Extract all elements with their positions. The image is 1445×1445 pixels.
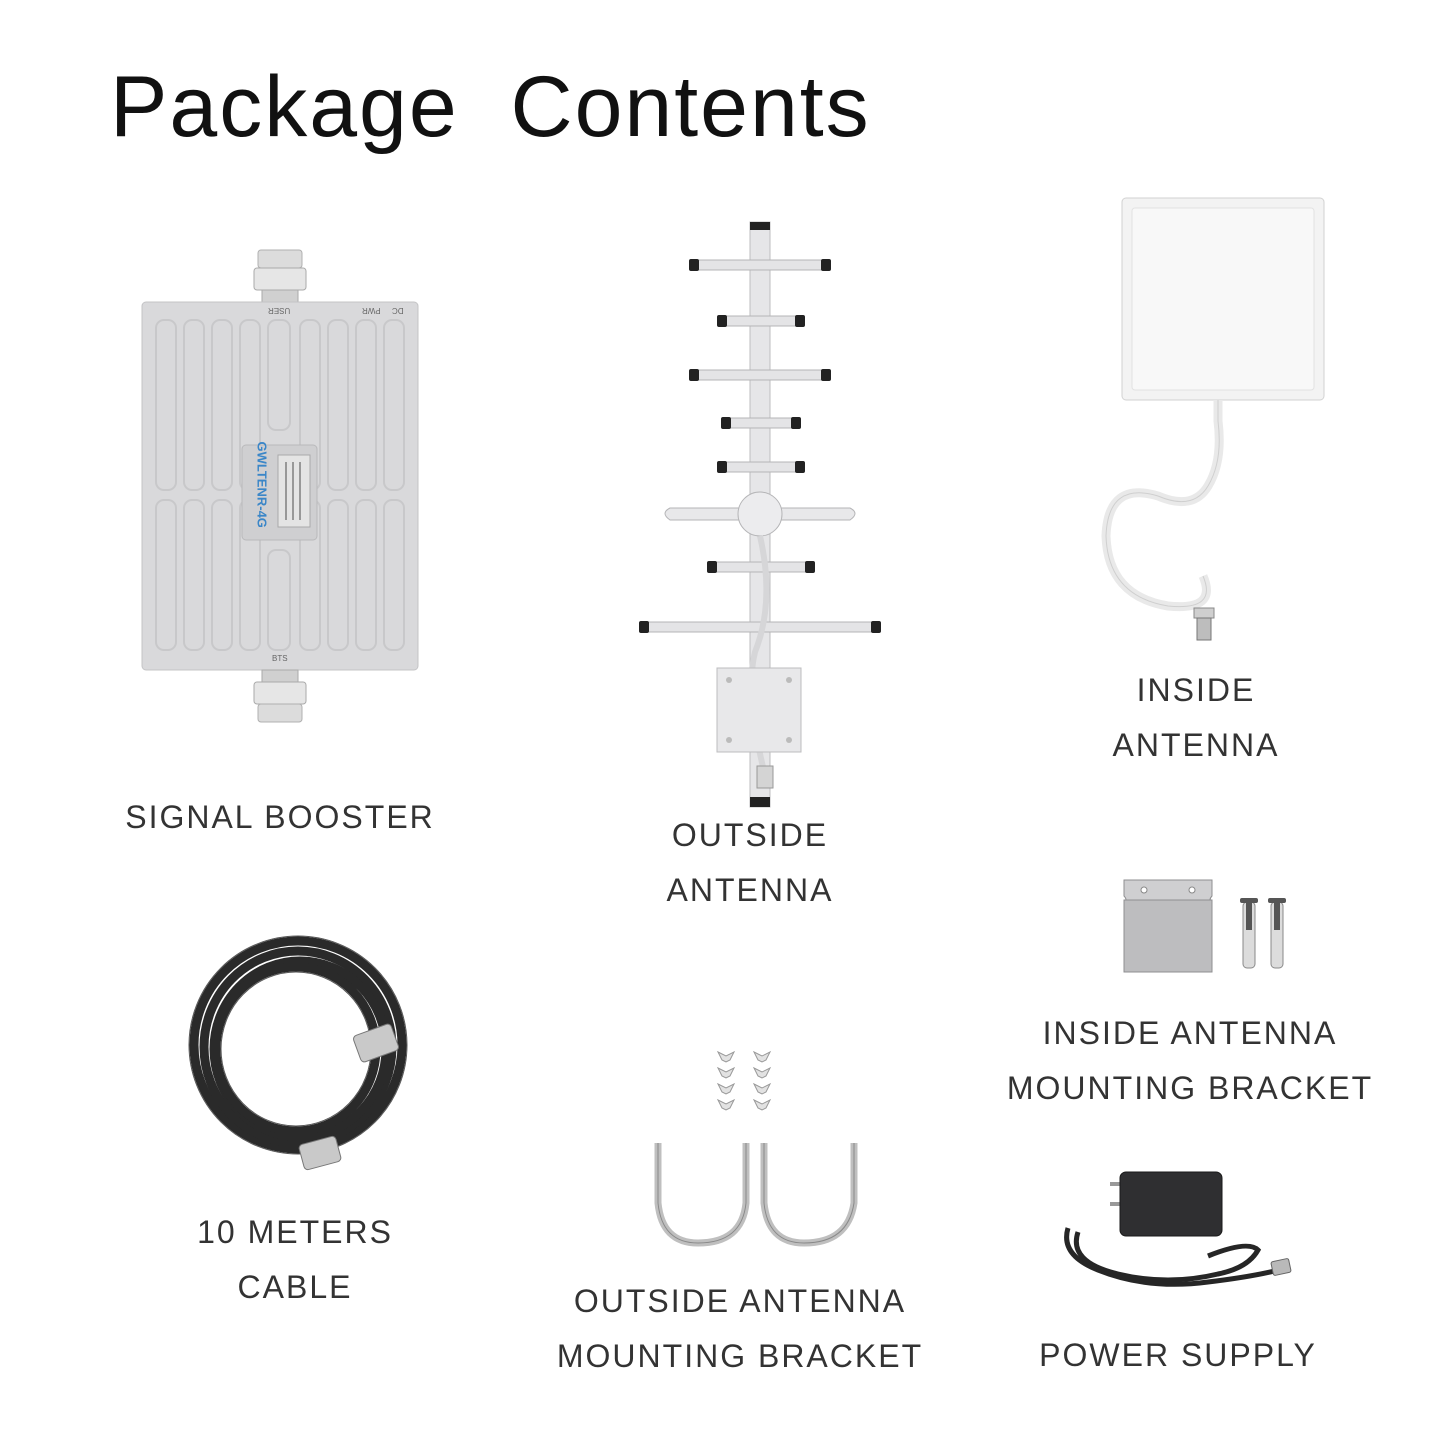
label-line: MOUNTING BRACKET bbox=[1006, 1070, 1374, 1106]
cable-image bbox=[186, 935, 416, 1190]
inside-antenna-image bbox=[1098, 196, 1328, 656]
port-dc-label: DC bbox=[392, 306, 404, 315]
signal-booster-image: USER PWR DC GWLTENR-4G BTS bbox=[140, 249, 420, 730]
inside-bracket-image bbox=[1120, 878, 1300, 978]
outside-bracket-label: OUTSIDE ANTENNA MOUNTING BRACKET bbox=[540, 1274, 940, 1384]
outside-antenna-label: OUTSIDE ANTENNA bbox=[600, 808, 900, 918]
label-line: MOUNTING BRACKET bbox=[556, 1338, 924, 1374]
label-line: OUTSIDE ANTENNA bbox=[573, 1283, 907, 1319]
label-line: OUTSIDE bbox=[671, 817, 829, 853]
outside-bracket-image bbox=[650, 1048, 870, 1253]
port-user-label: USER bbox=[268, 306, 291, 315]
power-supply-label: POWER SUPPLY bbox=[1028, 1328, 1328, 1383]
page-title: Package Contents bbox=[110, 59, 871, 155]
label-line: INSIDE bbox=[1136, 672, 1256, 708]
power-supply-image bbox=[1058, 1170, 1298, 1305]
label-line: INSIDE ANTENNA bbox=[1042, 1015, 1338, 1051]
inside-antenna-label: INSIDE ANTENNA bbox=[1046, 663, 1346, 773]
label-line: ANTENNA bbox=[666, 872, 834, 908]
cable-label: 10 METERS CABLE bbox=[145, 1205, 445, 1315]
label-line: CABLE bbox=[237, 1269, 353, 1305]
port-bts-label: BTS bbox=[272, 654, 288, 663]
signal-booster-label: SIGNAL BOOSTER bbox=[120, 790, 440, 845]
label-line: ANTENNA bbox=[1112, 727, 1280, 763]
outside-antenna-image bbox=[635, 221, 885, 808]
inside-bracket-label: INSIDE ANTENNA MOUNTING BRACKET bbox=[990, 1006, 1390, 1116]
device-model-label: GWLTENR-4G bbox=[254, 441, 270, 528]
label-line: 10 METERS bbox=[197, 1214, 393, 1250]
port-pwr-label: PWR bbox=[362, 306, 381, 315]
label-line: POWER SUPPLY bbox=[1039, 1337, 1317, 1373]
label-line: SIGNAL BOOSTER bbox=[125, 799, 435, 835]
